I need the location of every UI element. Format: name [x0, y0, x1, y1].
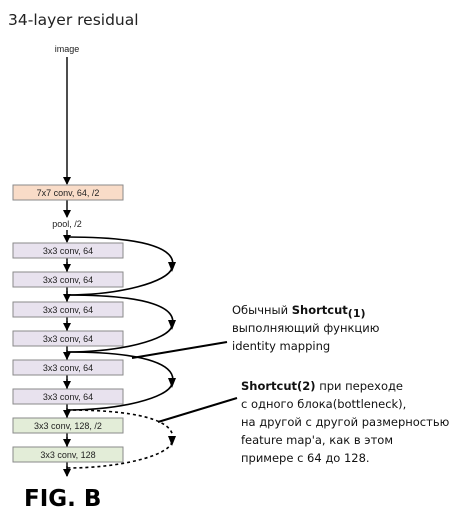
annotation-shortcut-2: Shortcut(2) при переходе с одного блока(… [241, 379, 450, 465]
pool-label: pool, /2 [52, 219, 82, 229]
layer-box: 3x3 conv, 64 [12, 359, 124, 376]
shortcut-connections [66, 236, 176, 469]
shortcut-arrowhead [168, 378, 176, 388]
layer-label: 3x3 conv, 128, /2 [34, 421, 102, 431]
annotation-1-line-2: выполняющий функцию [232, 321, 380, 335]
annotation-shortcut-1: Обычный Shortcut(1) выполняющий функцию … [232, 303, 380, 353]
layer-label: 3x3 conv, 64 [43, 392, 93, 402]
pointer-line-shortcut-1 [131, 341, 228, 359]
shortcut-arrowhead [168, 436, 176, 446]
layer-label: 3x3 conv, 64 [43, 363, 93, 373]
annotation-2-line-1: Shortcut(2) при переходе [241, 379, 403, 393]
layer-label: 3x3 conv, 64 [43, 275, 93, 285]
annotation-2-line-3: на другой с другой размерностью [241, 415, 450, 429]
layer-box: 3x3 conv, 64 [12, 242, 124, 259]
layer-box: 3x3 conv, 128 [12, 446, 124, 463]
shortcut-arrowhead [168, 262, 176, 272]
layer-label: 3x3 conv, 64 [43, 305, 93, 315]
figure-label: FIG. B [24, 486, 101, 512]
annotation-1-line-3: identity mapping [232, 339, 330, 353]
layer-box-stem: 7x7 conv, 64, /2 [12, 184, 124, 201]
layer-label: 3x3 conv, 128 [40, 450, 95, 460]
layer-box: 3x3 conv, 64 [12, 388, 124, 405]
layer-label: 3x3 conv, 64 [43, 334, 93, 344]
input-label: image [55, 44, 80, 54]
annotation-1-line-1: Обычный Shortcut(1) [232, 303, 366, 320]
pointer-line-shortcut-2 [157, 397, 238, 423]
layer-label: 7x7 conv, 64, /2 [37, 188, 100, 198]
layer-box: 3x3 conv, 128, /2 [12, 417, 124, 434]
diagram-title: 34-layer residual [8, 11, 139, 29]
annotation-2-line-2: с одного блока(bottleneck), [241, 397, 406, 411]
shortcut-arrowhead [168, 320, 176, 330]
annotation-2-line-5: примере с 64 до 128. [241, 451, 370, 465]
annotation-2-line-4: feature map'a, как в этом [241, 433, 393, 447]
layer-label: 3x3 conv, 64 [43, 246, 93, 256]
layer-box: 3x3 conv, 64 [12, 330, 124, 347]
layer-box: 3x3 conv, 64 [12, 271, 124, 288]
layer-box: 3x3 conv, 64 [12, 301, 124, 318]
